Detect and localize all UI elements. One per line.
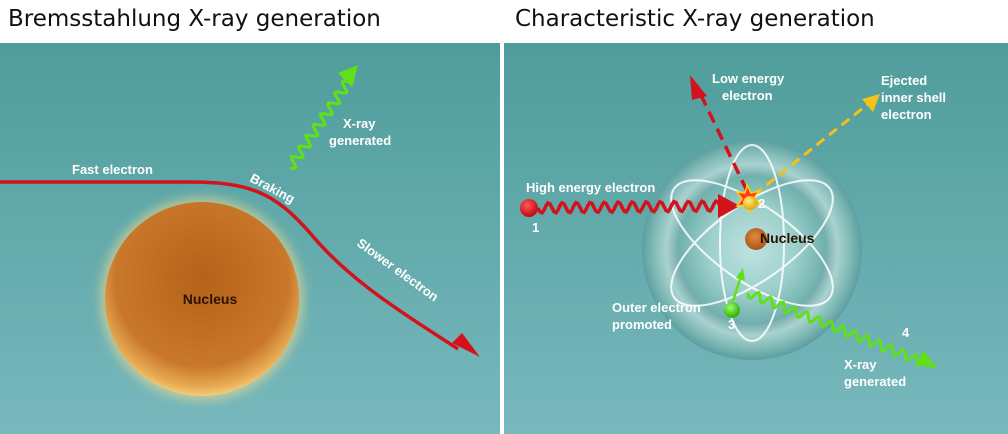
promotion-path: [731, 275, 743, 302]
ejected-arrowhead: [862, 94, 880, 112]
step-4-label: 4: [902, 325, 910, 340]
incoming-electron-ball: [520, 199, 538, 217]
outer-electron-ball: [724, 302, 740, 318]
bremsstrahlung-diagram: Nucleus Fast electron Braking Slower ele…: [0, 43, 500, 434]
right-diagram-title: Characteristic X-ray generation: [515, 6, 875, 32]
fast-electron-label: Fast electron: [72, 162, 153, 177]
step-3-label: 3: [728, 317, 735, 332]
left-diagram-title: Bremsstahlung X-ray generation: [8, 6, 381, 32]
high-energy-electron-wave: [536, 199, 722, 215]
electron-orbits: [670, 144, 834, 342]
atom-inner-shell: [678, 176, 826, 324]
characteristic-diagram: Nucleus High energy electron 1 Low energ…: [504, 43, 1008, 434]
high-energy-arrowhead: [718, 194, 740, 218]
ejected-label-line2: inner shell: [881, 90, 946, 105]
ejected-label-line1: Ejected: [881, 73, 927, 88]
ejected-electron-path: [753, 102, 869, 197]
high-energy-electron-label: High energy electron: [526, 180, 655, 195]
bremsstrahlung-panel: Nucleus Fast electron Braking Slower ele…: [0, 43, 500, 434]
slower-electron-arrowhead: [452, 333, 480, 357]
promotion-arrowhead: [736, 268, 745, 281]
xray-arrowhead: [338, 65, 358, 87]
low-energy-arrowhead: [690, 75, 707, 100]
outer-electron-label-line1: Outer electron: [612, 300, 701, 315]
step-1-label: 1: [532, 220, 539, 235]
nucleus-label: Nucleus: [183, 291, 238, 307]
outer-electron-label-line2: promoted: [612, 317, 672, 332]
emitted-xray-label-line1: X-ray: [844, 357, 877, 372]
emitted-xray-arrowhead: [914, 351, 937, 368]
xray-wave: [289, 79, 355, 171]
low-energy-label-line1: Low energy: [712, 71, 785, 86]
ejected-label-line3: electron: [881, 107, 932, 122]
step-2-label: 2: [758, 196, 765, 211]
xray-label-line1: X-ray: [343, 116, 376, 131]
inner-shell-electron: [743, 196, 757, 210]
xray-label-line2: generated: [329, 133, 391, 148]
nucleus-sphere: [105, 202, 299, 396]
atom-nucleus-label: Nucleus: [760, 230, 815, 246]
emitted-xray-label-line2: generated: [844, 374, 906, 389]
low-energy-label-line2: electron: [722, 88, 773, 103]
electron-path: [0, 180, 459, 351]
small-nucleus: [745, 228, 767, 250]
emitted-xray-wave: [746, 290, 920, 366]
characteristic-panel: Nucleus High energy electron 1 Low energ…: [504, 43, 1008, 434]
